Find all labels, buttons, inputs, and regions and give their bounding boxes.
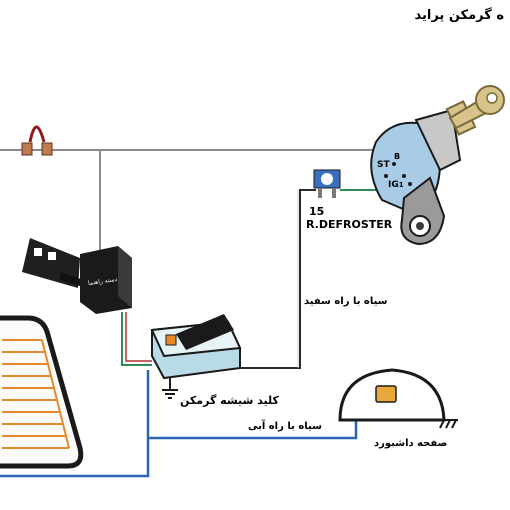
heater-switch xyxy=(150,314,242,380)
wire-label-black-blue: سیاه با راه آبی xyxy=(248,421,322,432)
fuse-name: R.DEFROSTER xyxy=(306,218,393,231)
diagram-title: ه گرمکن پراید xyxy=(414,8,505,23)
turn-signal-stalk xyxy=(22,238,87,288)
switch-label: کلید شیشه گرمکن xyxy=(180,394,279,407)
relay-to-switch-wire xyxy=(121,312,152,366)
ignition-terminal-b: B xyxy=(394,152,401,161)
ignition-terminal-ig-sub: 1 xyxy=(398,181,404,189)
ground-symbol xyxy=(162,378,178,399)
ignition-terminal-ig: IG1 xyxy=(388,180,404,190)
wire-label-black-white: سیاه با راه سفید xyxy=(304,296,388,307)
inline-fuse-connector xyxy=(21,125,53,156)
dashboard-label: صفحه داشبورد xyxy=(374,438,448,449)
defroster-fuse xyxy=(313,169,341,198)
fuse-number: 15 xyxy=(309,205,325,218)
rear-window-heater-grid xyxy=(0,315,84,469)
ignition-terminal-ig-text: IG xyxy=(388,180,399,190)
ignition-switch xyxy=(370,85,505,246)
ignition-terminal-st: ST xyxy=(377,160,390,170)
black-white-wire xyxy=(240,189,316,369)
blue-ground-wire xyxy=(0,370,150,478)
relay-box xyxy=(80,246,132,314)
dashboard-indicator xyxy=(338,368,458,429)
ignition-key xyxy=(448,85,505,130)
